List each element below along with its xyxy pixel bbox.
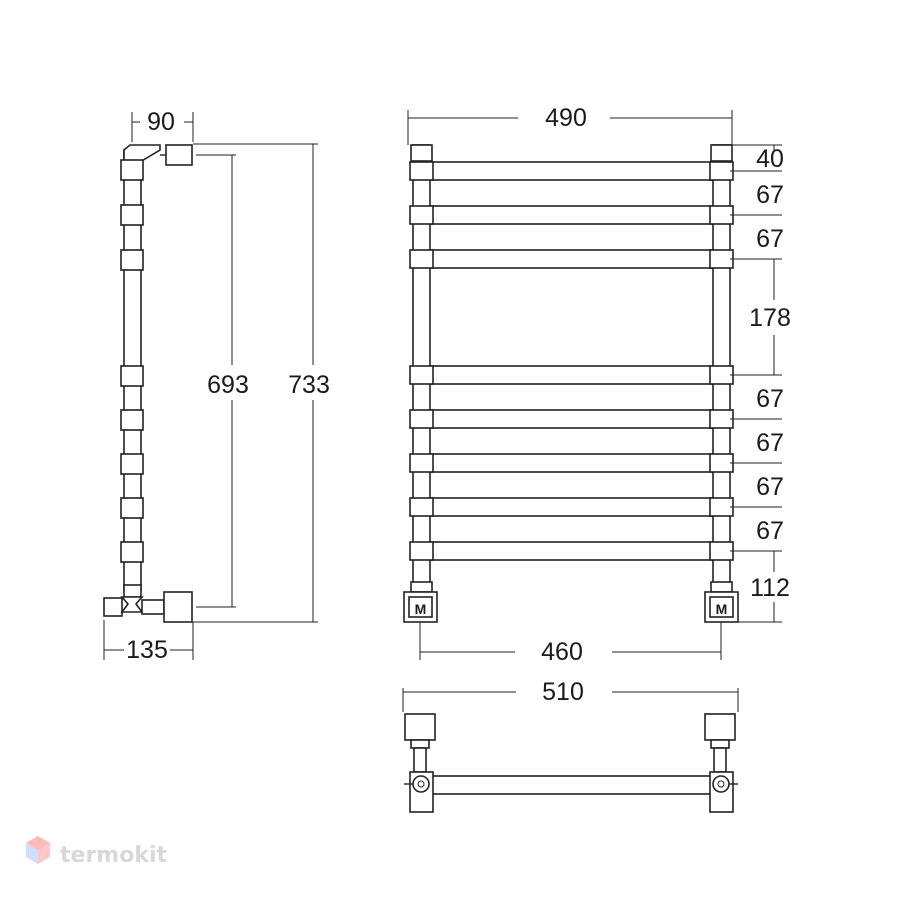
- dim-front-width-bottom: 460: [541, 638, 583, 666]
- dim-spacing-4: 178: [749, 304, 791, 332]
- dim-spacing-2: 67: [756, 181, 784, 209]
- front-collector-joints: [409, 161, 734, 561]
- dim-side-total-height: 733: [288, 371, 330, 399]
- top-left-bracket: [404, 713, 436, 741]
- front-spacing-dims: [730, 144, 782, 623]
- dim-spacing-3: 67: [756, 225, 784, 253]
- side-top-bracket: [165, 144, 193, 166]
- dim-spacing-9: 112: [750, 574, 790, 602]
- dim-spacing-6: 67: [756, 429, 784, 457]
- dim-side-top-width: 90: [147, 108, 175, 136]
- top-view: 510: [402, 678, 739, 813]
- side-view: 90 135: [103, 108, 330, 664]
- top-horizontal-bar: [429, 775, 714, 795]
- valve-symbol-left: M: [415, 601, 427, 617]
- dim-spacing-1: 40: [756, 145, 784, 173]
- dim-front-width-top: 490: [545, 104, 587, 132]
- dim-spacing-7: 67: [756, 473, 784, 501]
- front-view: 490: [403, 104, 791, 666]
- dim-top-width: 510: [542, 678, 584, 706]
- dim-side-inner-height: 693: [207, 371, 249, 399]
- front-left-cap: [410, 144, 433, 162]
- top-right-bracket: [704, 713, 736, 741]
- front-right-valve: M: [704, 581, 739, 623]
- termokit-logo: termokit: [26, 836, 167, 868]
- valve-symbol-right: M: [716, 601, 728, 617]
- side-bottom-valve: [103, 584, 193, 623]
- dim-spacing-8: 67: [756, 517, 784, 545]
- front-horizontal-bars: [429, 161, 714, 561]
- watermark-brand: termokit: [60, 843, 167, 868]
- dim-spacing-5: 67: [756, 385, 784, 413]
- front-left-valve: M: [403, 581, 438, 623]
- dim-side-bottom-width: 135: [126, 636, 168, 664]
- front-right-cap: [710, 144, 733, 162]
- side-bar-blocks: [120, 159, 144, 563]
